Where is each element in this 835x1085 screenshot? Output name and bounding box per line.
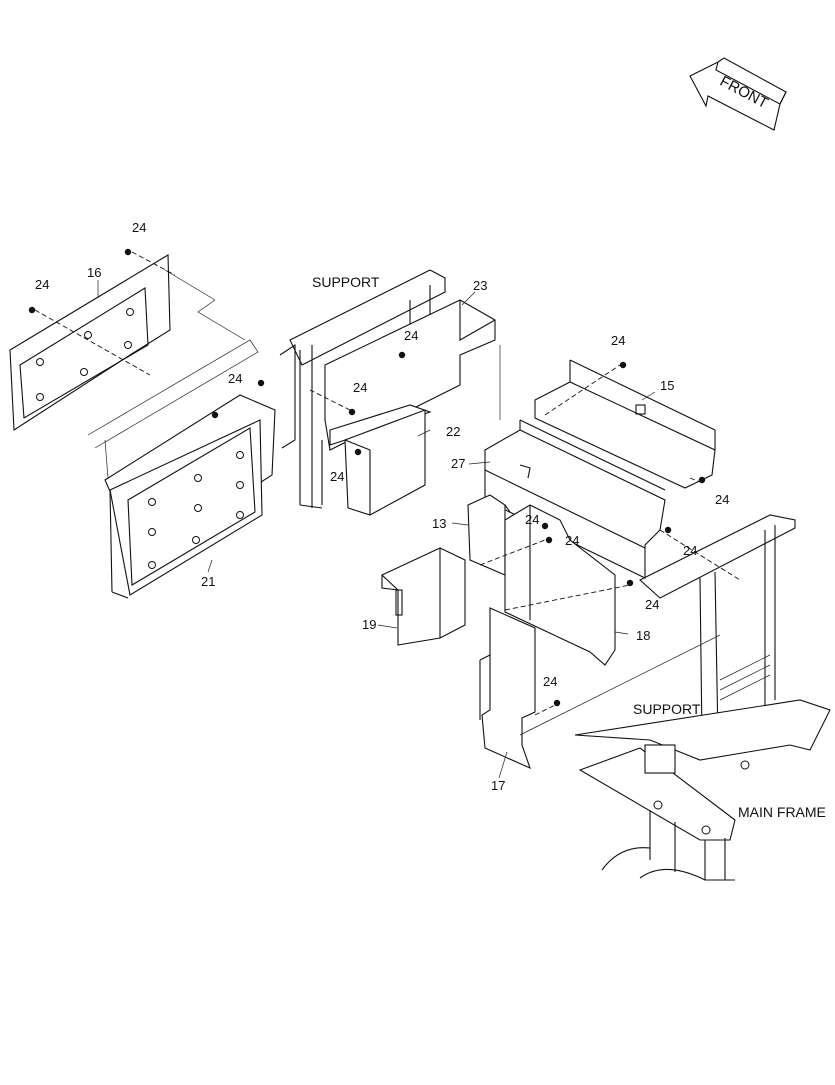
bolt-marker [124, 248, 132, 256]
front-arrow: FRONT [689, 57, 787, 131]
callout-24: 24 [645, 597, 659, 612]
assembly-lines [34, 251, 741, 716]
callout-24: 24 [228, 371, 242, 386]
callout-24: 24 [565, 533, 579, 548]
support-frame-right [519, 514, 796, 741]
bolt-marker [257, 379, 265, 387]
bolt-marker [354, 448, 362, 456]
caption-support-top: SUPPORT [312, 274, 380, 290]
part-16-plate [9, 254, 246, 431]
bolt-marker [553, 699, 561, 707]
bolt-marker [398, 351, 406, 359]
part-21-box [87, 339, 276, 599]
callout-24: 24 [353, 380, 367, 395]
callout-24: 24 [132, 220, 146, 235]
callout-13: 13 [432, 516, 446, 531]
part-19-bracket [381, 547, 466, 646]
caption-main-frame: MAIN FRAME [738, 804, 826, 820]
callout-23: 23 [473, 278, 487, 293]
part-27-cover [484, 419, 666, 579]
part-17-plate [479, 607, 536, 770]
bolt-marker [211, 411, 219, 419]
bolt-marker [348, 408, 356, 416]
bolts [28, 248, 706, 707]
bolt-marker [626, 579, 634, 587]
callout-24: 24 [35, 277, 49, 292]
callout-15: 15 [660, 378, 674, 393]
callout-18: 18 [636, 628, 650, 643]
callout-16: 16 [87, 265, 101, 280]
callout-21: 21 [201, 574, 215, 589]
part-13-plate [467, 494, 511, 576]
callout-24: 24 [404, 328, 418, 343]
callout-24: 24 [543, 674, 557, 689]
bolt-marker [541, 522, 549, 530]
part-15-cover [534, 359, 716, 489]
part-22-box [329, 404, 432, 516]
bolt-marker [545, 536, 553, 544]
callout-19: 19 [362, 617, 376, 632]
bolt-marker [619, 361, 627, 369]
callout-24: 24 [683, 543, 697, 558]
callout-27: 27 [451, 456, 465, 471]
caption-support-bottom: SUPPORT [633, 701, 701, 717]
main-frame [574, 699, 831, 881]
callout-24: 24 [525, 512, 539, 527]
bolt-marker [664, 526, 672, 534]
bolt-marker [698, 476, 706, 484]
leader-lines [97, 280, 656, 779]
bolt-marker [28, 306, 36, 314]
part-23-bracket [324, 299, 496, 451]
callout-24: 24 [611, 333, 625, 348]
callout-24: 24 [715, 492, 729, 507]
callout-17: 17 [491, 778, 505, 793]
callout-24: 24 [330, 469, 344, 484]
callout-22: 22 [446, 424, 460, 439]
